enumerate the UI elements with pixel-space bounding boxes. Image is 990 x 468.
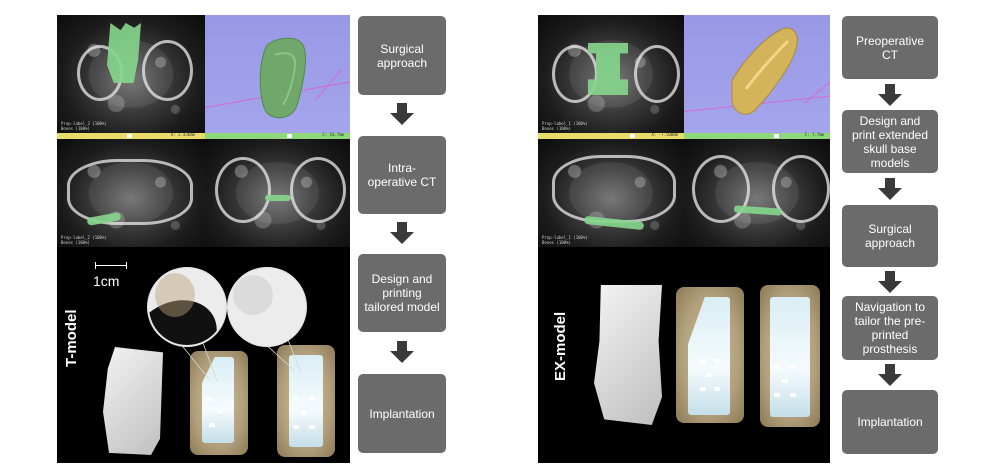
scale-label: 1cm (93, 273, 120, 289)
slider-knob[interactable] (774, 134, 779, 138)
slice-slider-right[interactable]: A: -7.500mm C: 7.7mm (538, 132, 830, 139)
flow-arrow-icon (390, 103, 414, 125)
flow-step-design-printing: Design and printing tailored model (358, 254, 446, 332)
3d-model-view-left (205, 15, 350, 133)
3d-model-left (259, 37, 306, 119)
slider-readout: C: 54.7mm (322, 132, 344, 137)
printed-model-white (103, 347, 163, 455)
ct-coronal-view-right (684, 139, 830, 247)
ct-axial-view-right: Prop-label_1 (100%) Bones (100%) (538, 15, 684, 133)
slider-knob[interactable] (287, 134, 292, 138)
scale-bar (95, 262, 127, 269)
flow-step-navigation: Navigation to tailor the pre-printed pro… (842, 296, 938, 360)
ct-sagittal-view-left: Prop-label_2 (100%) Bones (100%) (57, 139, 205, 247)
zoom-circle (147, 267, 227, 347)
ct-coronal-view-left (205, 139, 350, 247)
ct-legend: Prop-label_1 (100%) Bones (100%) (542, 235, 588, 245)
flow-step-implantation: Implantation (842, 390, 938, 454)
model-label: EX-model (552, 311, 569, 381)
flow-step-implantation: Implantation (358, 374, 446, 453)
flow-arrow-icon (390, 222, 414, 244)
flow-arrow-icon (878, 364, 902, 386)
slider-knob[interactable] (127, 134, 132, 138)
prosthesis-insert (770, 297, 810, 417)
ct-legend: Prop-label_2 (100%) Bones (100%) (61, 235, 107, 245)
flow-arrow-icon (878, 178, 902, 200)
slice-slider-left[interactable]: A: 2.436mm C: 54.7mm (57, 132, 350, 139)
3d-model-view-right (684, 15, 830, 133)
right-figure: Prop-label_1 (100%) Bones (100%) A: -7.5… (538, 15, 830, 463)
segmentation-mask (107, 23, 141, 83)
flow-step-surgical-approach: Surgical approach (842, 205, 938, 267)
ct-axial-view-left: Prop-label_2 (100%) Bones (100%) (57, 15, 205, 133)
slider-readout: A: -7.500mm (651, 132, 679, 137)
ct-sagittal-view-right: Prop-label_1 (100%) Bones (100%) (538, 139, 684, 247)
slider-readout: C: 7.7mm (804, 132, 824, 137)
slider-readout: A: 2.436mm (170, 132, 195, 137)
flow-step-intraoperative-ct: Intra-operative CT (358, 136, 446, 214)
3d-model-right (731, 27, 798, 115)
ct-legend: Prop-label_2 (100%) Bones (100%) (61, 121, 107, 131)
flow-step-surgical-approach: Surgical approach (358, 16, 446, 95)
segmentation-mask (265, 195, 291, 201)
zoom-circle (227, 267, 307, 347)
flow-arrow-icon (878, 84, 902, 106)
model-photo-left: 1cm T-model (57, 247, 350, 463)
flow-step-preoperative-ct: Preoperative CT (842, 16, 938, 79)
slider-knob[interactable] (630, 134, 635, 138)
left-figure: Prop-label_2 (100%) Bones (100%) A: 2.43… (57, 15, 350, 463)
flow-arrow-icon (878, 271, 902, 293)
flow-step-design-print-extended: Design and print extended skull base mod… (842, 110, 938, 173)
model-photo-right: EX-model (538, 247, 830, 463)
ct-legend: Prop-label_1 (100%) Bones (100%) (542, 121, 588, 131)
flow-arrow-icon (390, 341, 414, 363)
printed-model-white (594, 285, 662, 425)
